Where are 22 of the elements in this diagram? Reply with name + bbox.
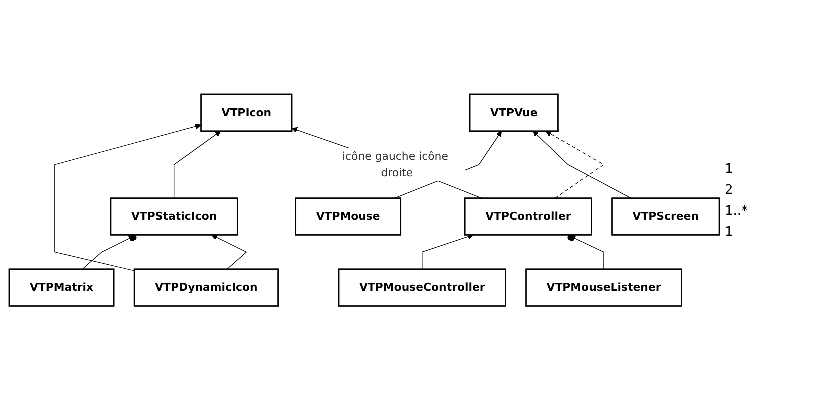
multiplicity-label: 1 bbox=[725, 224, 734, 240]
node-box bbox=[134, 268, 279, 308]
arrow bbox=[212, 235, 248, 270]
node-box bbox=[110, 198, 238, 236]
node-box bbox=[469, 94, 559, 132]
arrow bbox=[422, 234, 474, 270]
arrow bbox=[546, 131, 605, 199]
arrow bbox=[533, 131, 632, 199]
node-box bbox=[200, 94, 293, 132]
node-box bbox=[526, 268, 682, 308]
multiplicity-label: 1 bbox=[725, 162, 734, 176]
node-box bbox=[612, 198, 720, 236]
node-box bbox=[295, 198, 402, 236]
multiplicity-label: 1..* bbox=[725, 204, 750, 218]
multiplicity-label: 2 bbox=[725, 182, 734, 198]
arrow bbox=[174, 131, 222, 199]
class-diagram: VTPIcon VTPVue icône gauche icône droite VTPStaticIcon VTPMouse VTPController VTPScreen VTPMatrix VTPDynamicIcon VTPMouseController VTPMouseListener bbox=[4, 89, 725, 312]
arrow bbox=[54, 124, 202, 272]
node-box bbox=[464, 198, 592, 236]
node-box bbox=[338, 268, 506, 308]
arrow bbox=[292, 128, 482, 199]
node-box bbox=[8, 268, 115, 308]
